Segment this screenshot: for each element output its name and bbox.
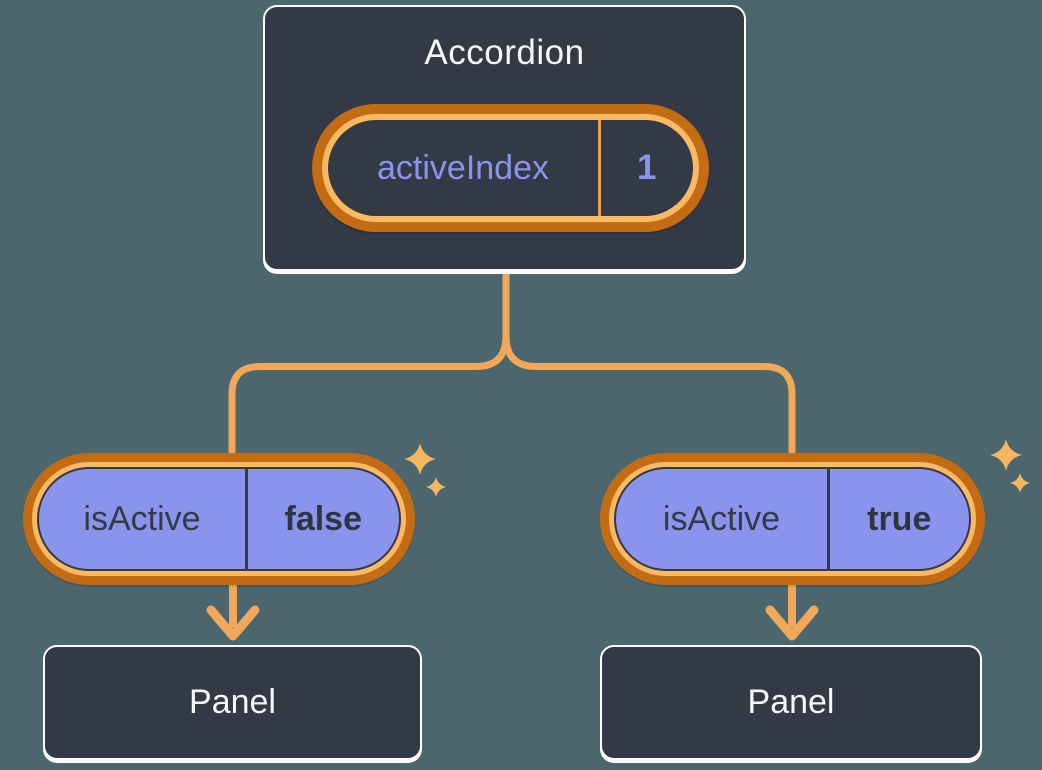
prop-name-right: isActive [662,499,781,538]
state-pill-inner: activeIndex 1 [328,120,693,216]
prop-pill-left: isActive false [23,453,415,585]
prop-pill-right: isActive true [600,453,985,585]
panel-component-box-left: Panel [43,645,422,760]
prop-value-left: false [284,499,363,538]
state-pill-divider [598,120,601,216]
accordion-component-box: Accordion activeIndex 1 [263,5,746,271]
prop-value-right: true [867,499,932,538]
arrow-down-right-icon [765,605,819,641]
prop-name-left: isActive [83,499,201,538]
connector-right-branch [502,267,796,456]
sparkle-icon [426,477,446,497]
panel-component-box-right: Panel [600,645,982,760]
state-pill: activeIndex 1 [312,104,709,232]
arrow-down-left-icon [206,605,260,641]
prop-pill-right-inner: isActive true [614,467,971,571]
sparkle-icon [404,443,436,475]
sparkle-icon [990,439,1022,471]
connector-left-branch [228,267,510,456]
accordion-title: Accordion [424,33,585,72]
sparkle-icon [1010,473,1030,493]
prop-pill-left-inner: isActive false [37,467,401,571]
state-value: 1 [637,148,657,187]
prop-pill-left-divider [245,469,248,569]
prop-pill-right-divider [827,469,830,569]
state-name: activeIndex [377,148,549,187]
